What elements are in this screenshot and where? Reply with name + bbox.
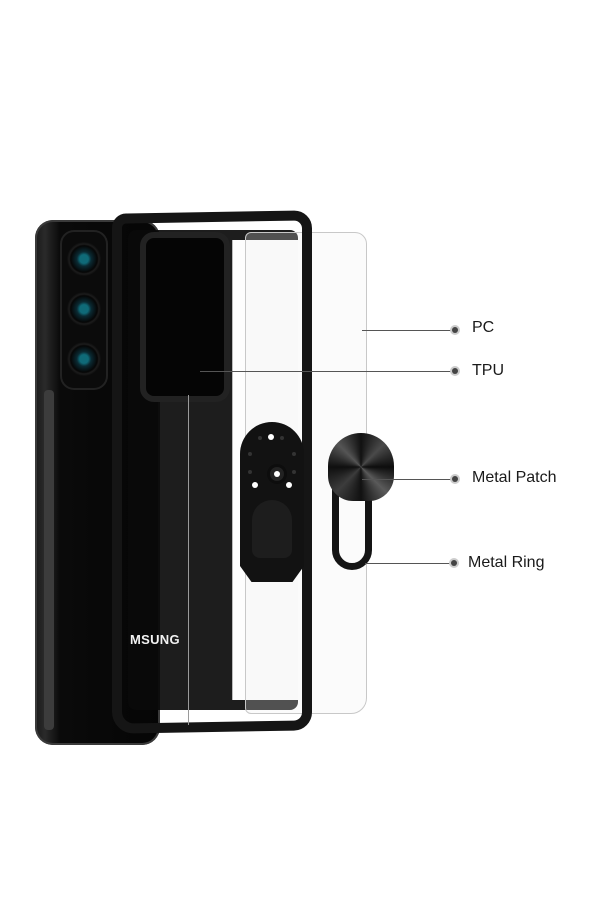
screw-dot (280, 436, 284, 440)
mount-hole (252, 482, 258, 488)
callout-label: Metal Ring (468, 554, 545, 571)
callout-dot-icon (452, 368, 458, 374)
callout-dot-icon (451, 560, 457, 566)
screw-dot (248, 452, 252, 456)
leader-line (362, 479, 454, 480)
leader-line (362, 330, 454, 331)
leader-line (200, 371, 454, 372)
camera-cutout (140, 232, 230, 402)
screw-dot (292, 470, 296, 474)
mount-hole (286, 482, 292, 488)
camera-module (60, 230, 108, 390)
holder-ring-slot (252, 500, 292, 558)
camera-lens-icon (67, 242, 101, 276)
callout-dot-icon (452, 327, 458, 333)
callout-dot-icon (452, 476, 458, 482)
screw-dot (258, 436, 262, 440)
metal-patch (328, 433, 394, 501)
screw-dot (292, 452, 296, 456)
callout-label: Metal Patch (472, 469, 557, 486)
callout-label: TPU (472, 362, 504, 379)
holder-center-mount (270, 467, 284, 481)
plate-edge-line (188, 395, 189, 725)
phone-side-edge (44, 390, 54, 730)
camera-lens-icon (67, 292, 101, 326)
camera-lens-icon (67, 342, 101, 376)
leader-line (365, 563, 453, 564)
phone-brand-text: MSUNG (130, 632, 180, 647)
callout-label: PC (472, 319, 495, 336)
screw-dot (248, 470, 252, 474)
mount-hole (268, 434, 274, 440)
